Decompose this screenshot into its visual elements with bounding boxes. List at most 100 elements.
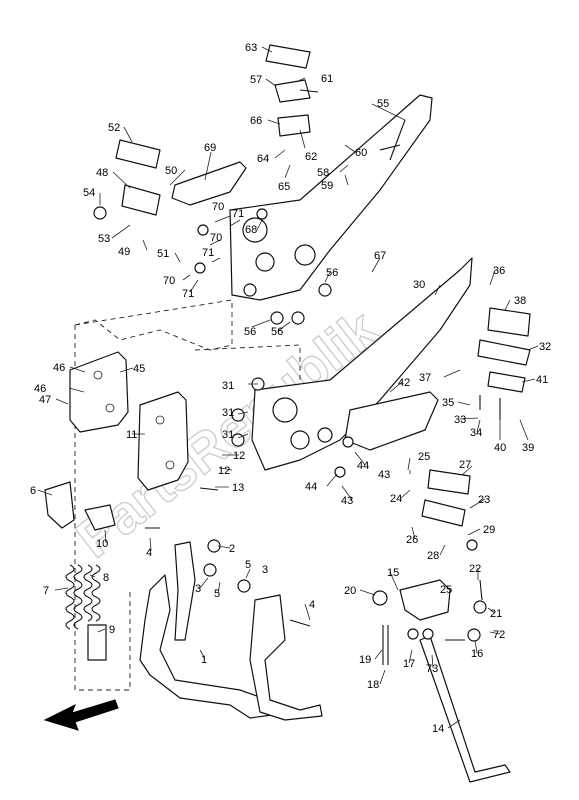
callout-label: 56 <box>271 326 283 338</box>
callout-label: 3 <box>195 583 201 595</box>
callout-label: 1 <box>201 654 207 666</box>
callout-label: 58 <box>317 167 329 179</box>
callout-label: 51 <box>157 248 169 260</box>
callout-label: 43 <box>378 469 390 481</box>
callout-label: 4 <box>146 547 152 559</box>
part-63-footpeg <box>265 44 311 69</box>
callout-label: 69 <box>204 142 216 154</box>
part-57-holder <box>274 79 311 103</box>
callout-label: 4 <box>309 599 315 611</box>
callout-label: 31 <box>222 380 234 392</box>
part-1-stand-leg <box>249 594 323 721</box>
part-32-holder <box>477 339 531 366</box>
callout-label: 55 <box>377 98 389 110</box>
callout-label: 9 <box>109 624 115 636</box>
part-55-rear-bracket <box>229 94 433 301</box>
callout-label: 26 <box>406 534 418 546</box>
callout-label: 31 <box>222 407 234 419</box>
callout-label: 2 <box>229 543 235 555</box>
callout-labels: 63 61 57 55 52 66 69 62 60 64 58 50 48 6… <box>30 42 551 735</box>
callout-label: 21 <box>490 608 502 620</box>
callout-label: 53 <box>98 233 110 245</box>
assembly-boundary-left <box>74 325 131 691</box>
callout-label: 67 <box>374 250 386 262</box>
callout-label: 70 <box>210 232 222 244</box>
callout-label: 3 <box>262 564 268 576</box>
callout-label: 13 <box>232 482 244 494</box>
callout-label: 7 <box>43 585 49 597</box>
part-15-bracket <box>399 579 451 621</box>
callout-label: 30 <box>413 279 425 291</box>
front-direction-arrow <box>43 699 119 731</box>
part-14-side-stand <box>419 635 511 783</box>
callout-label: 61 <box>321 73 333 85</box>
callout-label: 50 <box>165 165 177 177</box>
callout-label: 23 <box>478 494 490 506</box>
callout-label: 46 <box>53 362 65 374</box>
part-66-holder <box>277 114 311 137</box>
leader-lines <box>37 46 539 729</box>
part-27-footpeg <box>427 469 471 495</box>
callout-label: 24 <box>390 493 402 505</box>
callout-label: 59 <box>321 180 333 192</box>
callout-label: 27 <box>459 459 471 471</box>
part-11-plate <box>137 391 189 491</box>
callout-label: 28 <box>427 550 439 562</box>
part-41-holder <box>487 371 526 393</box>
callout-label: 72 <box>493 629 505 641</box>
part-23-holder <box>421 499 466 527</box>
callout-label: 15 <box>387 567 399 579</box>
callout-label: 73 <box>426 663 438 675</box>
callout-label: 34 <box>470 427 482 439</box>
callout-label: 14 <box>432 723 444 735</box>
callout-label: 70 <box>163 275 175 287</box>
callout-label: 54 <box>83 187 95 199</box>
callout-label: 48 <box>96 167 108 179</box>
callout-label: 5 <box>214 588 220 600</box>
part-7-spring <box>65 564 83 630</box>
callout-label: 33 <box>454 414 466 426</box>
part-48-holder <box>121 184 161 216</box>
callout-label: 45 <box>133 363 145 375</box>
callout-label: 40 <box>494 442 506 454</box>
part-52-footpeg <box>115 139 161 169</box>
callout-label: 32 <box>539 341 551 353</box>
callout-label: 12 <box>233 450 245 462</box>
callout-label: 62 <box>305 151 317 163</box>
callout-label: 44 <box>305 481 317 493</box>
callout-label: 25 <box>440 584 452 596</box>
callout-label: 71 <box>232 208 244 220</box>
callout-label: 49 <box>118 246 130 258</box>
callout-label: 64 <box>257 153 269 165</box>
callout-label: 56 <box>326 267 338 279</box>
callout-label: 60 <box>355 147 367 159</box>
callout-label: 8 <box>103 572 109 584</box>
callout-label: 68 <box>245 224 257 236</box>
callout-label: 56 <box>244 326 256 338</box>
part-8-spring <box>83 564 101 622</box>
part-1-stand-arm <box>174 541 196 641</box>
callout-label: 52 <box>108 122 120 134</box>
callout-label: 5 <box>245 559 251 571</box>
callout-label: 47 <box>39 394 51 406</box>
part-9-sleeve <box>87 624 107 661</box>
callout-label: 57 <box>250 74 262 86</box>
assembly-frame-outline <box>74 299 233 351</box>
callout-label: 10 <box>96 538 108 550</box>
callout-label: 36 <box>493 265 505 277</box>
callout-label: 17 <box>403 658 415 670</box>
callout-label: 20 <box>344 585 356 597</box>
part-69-heel-guard <box>171 161 247 206</box>
callout-label: 22 <box>469 563 481 575</box>
callout-label: 65 <box>278 181 290 193</box>
callout-label: 35 <box>442 397 454 409</box>
callout-label: 43 <box>341 495 353 507</box>
callout-label: 46 <box>34 383 46 395</box>
callout-label: 25 <box>418 451 430 463</box>
part-6-bracket <box>44 481 75 529</box>
callout-label: 18 <box>367 679 379 691</box>
callout-label: 11 <box>126 429 137 441</box>
callout-label: 39 <box>522 442 534 454</box>
part-45-plate <box>69 351 129 433</box>
